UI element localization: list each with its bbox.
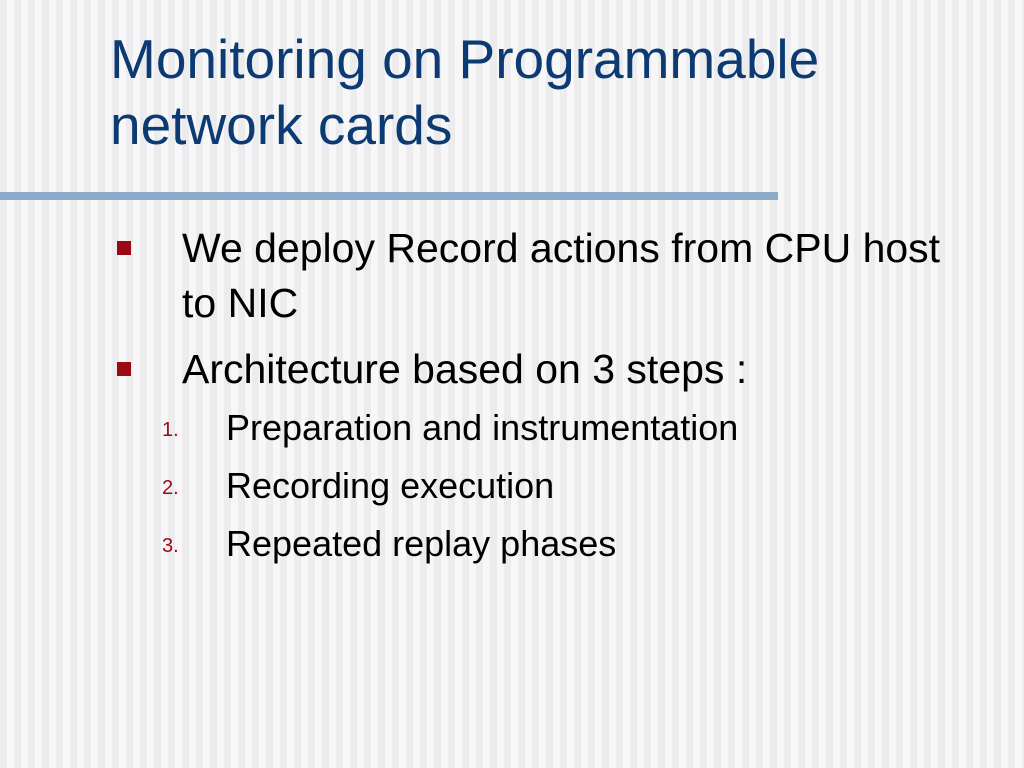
bullet-text: We deploy Record actions from CPU host t… xyxy=(182,225,941,326)
step-text: Repeated replay phases xyxy=(226,523,617,564)
title-divider xyxy=(0,192,778,200)
square-bullet-icon xyxy=(117,362,131,376)
step-number: 2. xyxy=(162,477,179,499)
step-number: 3. xyxy=(162,535,179,557)
step-number: 1. xyxy=(162,419,179,441)
bullet-text: Architecture based on 3 steps : xyxy=(182,346,748,392)
step-text: Recording execution xyxy=(226,465,555,506)
step-text: Preparation and instrumentation xyxy=(226,407,739,448)
square-bullet-icon xyxy=(117,241,131,255)
slide-title: Monitoring on Programmable network cards xyxy=(110,28,820,156)
